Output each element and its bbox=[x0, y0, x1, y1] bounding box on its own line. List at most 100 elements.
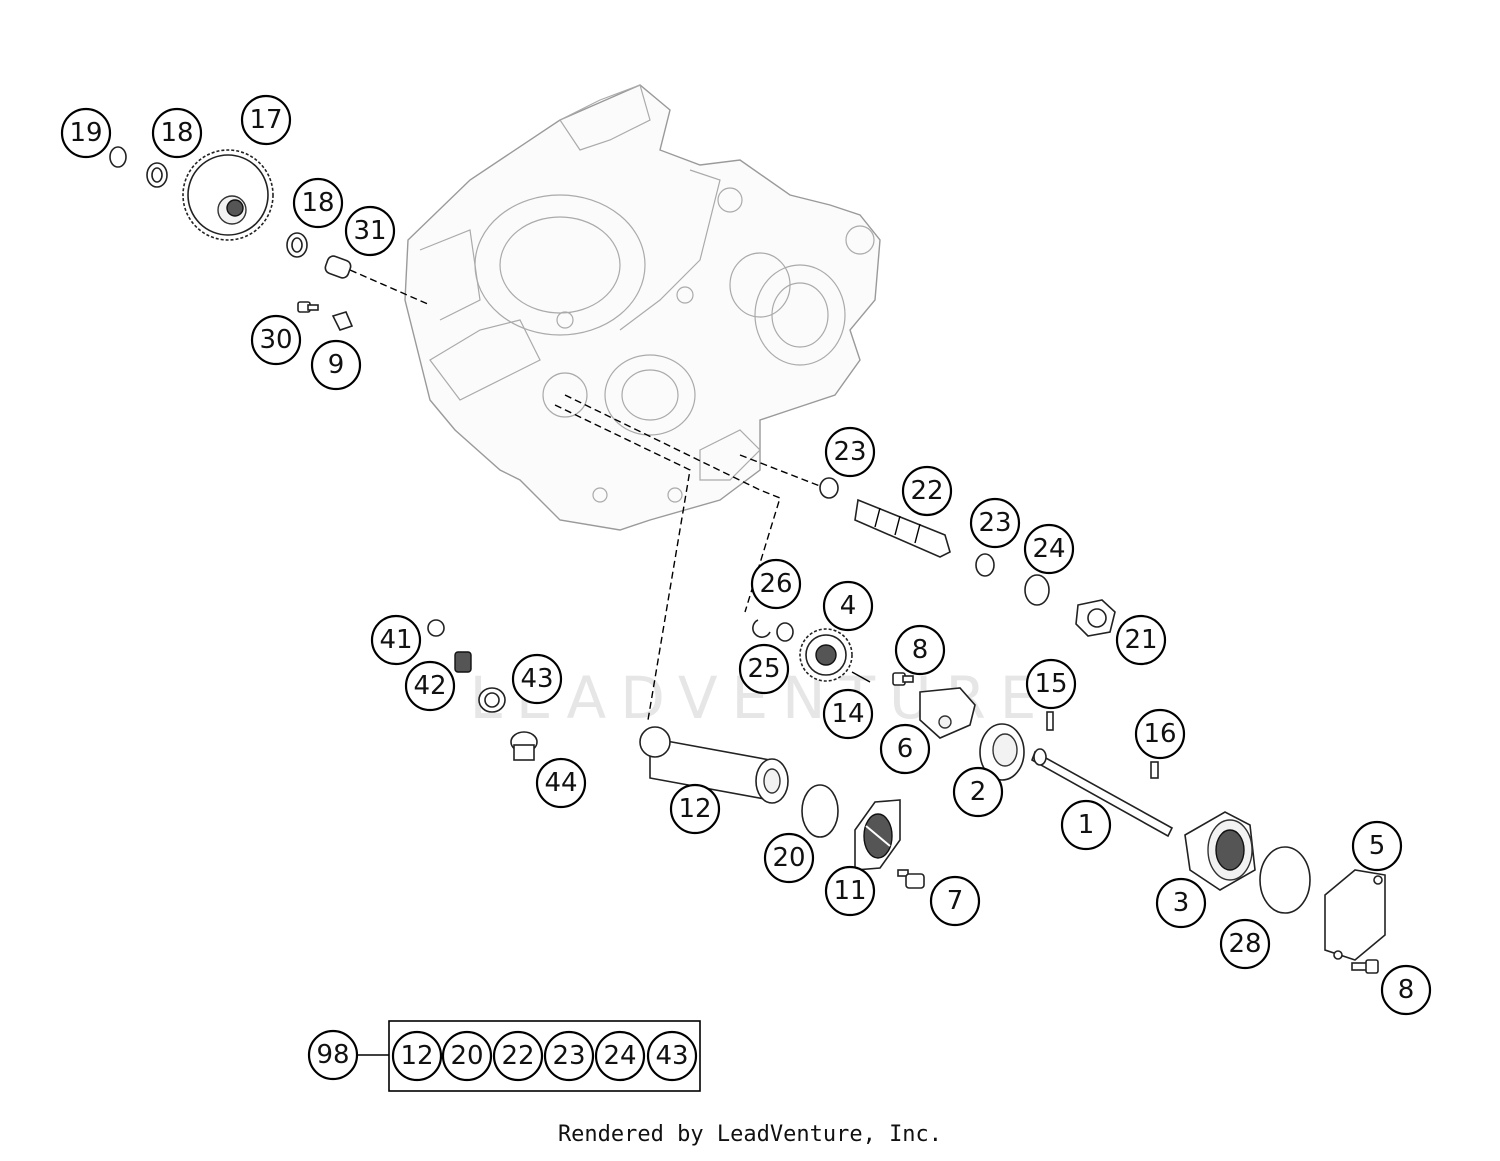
kit-callout-98[interactable]: 98 bbox=[307, 1029, 359, 1081]
part-pin-14 bbox=[851, 671, 871, 683]
svg-text:20: 20 bbox=[772, 843, 805, 873]
callout-4[interactable]: 4 bbox=[822, 580, 874, 632]
callout-15[interactable]: 15 bbox=[1025, 658, 1077, 710]
callout-25[interactable]: 25 bbox=[738, 643, 790, 695]
part-pin-16 bbox=[1150, 761, 1159, 779]
callout-8[interactable]: 8 bbox=[894, 624, 946, 676]
part-plug-44 bbox=[510, 731, 538, 761]
part-oring-23-top bbox=[819, 477, 839, 499]
callout-12[interactable]: 12 bbox=[669, 783, 721, 835]
kit-group: 98 12 20 22 23 24 43 bbox=[307, 1020, 701, 1092]
part-rotor-2 bbox=[979, 723, 1025, 781]
part-ball-41 bbox=[427, 619, 445, 637]
svg-text:30: 30 bbox=[259, 325, 292, 355]
svg-text:6: 6 bbox=[897, 734, 914, 764]
svg-text:43: 43 bbox=[520, 664, 553, 694]
svg-text:4: 4 bbox=[840, 591, 857, 621]
callout-23[interactable]: 23 bbox=[969, 497, 1021, 549]
svg-text:24: 24 bbox=[1032, 534, 1065, 564]
part-washer-18-top bbox=[146, 162, 168, 188]
svg-text:9: 9 bbox=[328, 350, 345, 380]
part-oring-20 bbox=[801, 784, 839, 838]
part-pump-3 bbox=[1184, 811, 1256, 891]
callout-28[interactable]: 28 bbox=[1219, 918, 1271, 970]
part-spring-42 bbox=[454, 651, 472, 673]
callout-19[interactable]: 19 bbox=[60, 107, 112, 159]
callout-1[interactable]: 1 bbox=[1060, 799, 1112, 851]
part-gear-4 bbox=[799, 628, 853, 682]
part-washer-25 bbox=[776, 622, 794, 642]
svg-text:98: 98 bbox=[316, 1040, 349, 1070]
callout-21[interactable]: 21 bbox=[1115, 614, 1167, 666]
callout-44[interactable]: 44 bbox=[535, 757, 587, 809]
callout-30[interactable]: 30 bbox=[250, 314, 302, 366]
callout-6[interactable]: 6 bbox=[879, 723, 931, 775]
part-bolt-30 bbox=[297, 301, 319, 313]
part-cover-5 bbox=[1324, 869, 1386, 961]
callout-31[interactable]: 31 bbox=[344, 205, 396, 257]
part-circlip-26 bbox=[752, 619, 771, 638]
callout-41[interactable]: 41 bbox=[370, 614, 422, 666]
callout-14[interactable]: 14 bbox=[822, 688, 874, 740]
part-oring-24 bbox=[1024, 574, 1050, 606]
part-bolt-8-bottom bbox=[1351, 959, 1379, 974]
footer-credit: Rendered by LeadVenture, Inc. bbox=[557, 1122, 943, 1147]
svg-text:43: 43 bbox=[655, 1041, 688, 1071]
svg-text:18: 18 bbox=[160, 118, 193, 148]
kit-item-43[interactable]: 43 bbox=[646, 1030, 698, 1082]
svg-text:23: 23 bbox=[978, 508, 1011, 538]
callout-7[interactable]: 7 bbox=[929, 875, 981, 927]
callout-22[interactable]: 22 bbox=[901, 465, 953, 517]
svg-text:18: 18 bbox=[301, 188, 334, 218]
callout-3[interactable]: 3 bbox=[1155, 877, 1207, 929]
part-oring-23 bbox=[975, 553, 995, 577]
callout-18[interactable]: 18 bbox=[151, 107, 203, 159]
callout-26[interactable]: 26 bbox=[750, 558, 802, 610]
svg-text:28: 28 bbox=[1228, 929, 1261, 959]
kit-box bbox=[388, 1020, 701, 1092]
kit-item-22[interactable]: 22 bbox=[492, 1030, 544, 1082]
callout-16[interactable]: 16 bbox=[1134, 708, 1186, 760]
callout-18[interactable]: 18 bbox=[292, 177, 344, 229]
svg-text:2: 2 bbox=[970, 777, 987, 807]
svg-text:17: 17 bbox=[249, 105, 282, 135]
svg-text:3: 3 bbox=[1173, 888, 1190, 918]
part-gear-17 bbox=[182, 149, 274, 241]
svg-text:8: 8 bbox=[912, 635, 929, 665]
svg-text:24: 24 bbox=[603, 1041, 636, 1071]
callout-23[interactable]: 23 bbox=[824, 426, 876, 478]
part-cover-11 bbox=[854, 799, 901, 871]
callout-5[interactable]: 5 bbox=[1351, 820, 1403, 872]
callout-43[interactable]: 43 bbox=[511, 653, 563, 705]
kit-item-24[interactable]: 24 bbox=[594, 1030, 646, 1082]
kit-item-20[interactable]: 20 bbox=[441, 1030, 493, 1082]
part-oring-28 bbox=[1259, 846, 1311, 914]
part-bolt-7 bbox=[897, 869, 925, 889]
callout-20[interactable]: 20 bbox=[763, 832, 815, 884]
part-plate-9 bbox=[331, 311, 354, 331]
part-plate-6 bbox=[919, 687, 976, 739]
callout-42[interactable]: 42 bbox=[404, 660, 456, 712]
callout-8[interactable]: 8 bbox=[1380, 964, 1432, 1016]
svg-text:12: 12 bbox=[400, 1041, 433, 1071]
svg-text:16: 16 bbox=[1143, 719, 1176, 749]
part-shaft-1 bbox=[1031, 748, 1174, 838]
callout-17[interactable]: 17 bbox=[240, 94, 292, 146]
svg-text:5: 5 bbox=[1369, 831, 1386, 861]
kit-item-23[interactable]: 23 bbox=[543, 1030, 595, 1082]
callout-2[interactable]: 2 bbox=[952, 766, 1004, 818]
callout-9[interactable]: 9 bbox=[310, 339, 362, 391]
svg-text:15: 15 bbox=[1034, 669, 1067, 699]
part-filter-12 bbox=[639, 726, 789, 804]
svg-text:44: 44 bbox=[544, 768, 577, 798]
callout-24[interactable]: 24 bbox=[1023, 523, 1075, 575]
svg-text:26: 26 bbox=[759, 569, 792, 599]
svg-text:31: 31 bbox=[353, 216, 386, 246]
kit-item-12[interactable]: 12 bbox=[391, 1030, 443, 1082]
callout-11[interactable]: 11 bbox=[824, 865, 876, 917]
svg-text:8: 8 bbox=[1398, 975, 1415, 1005]
svg-text:12: 12 bbox=[678, 794, 711, 824]
svg-text:41: 41 bbox=[379, 625, 412, 655]
svg-text:19: 19 bbox=[69, 118, 102, 148]
svg-text:22: 22 bbox=[501, 1041, 534, 1071]
